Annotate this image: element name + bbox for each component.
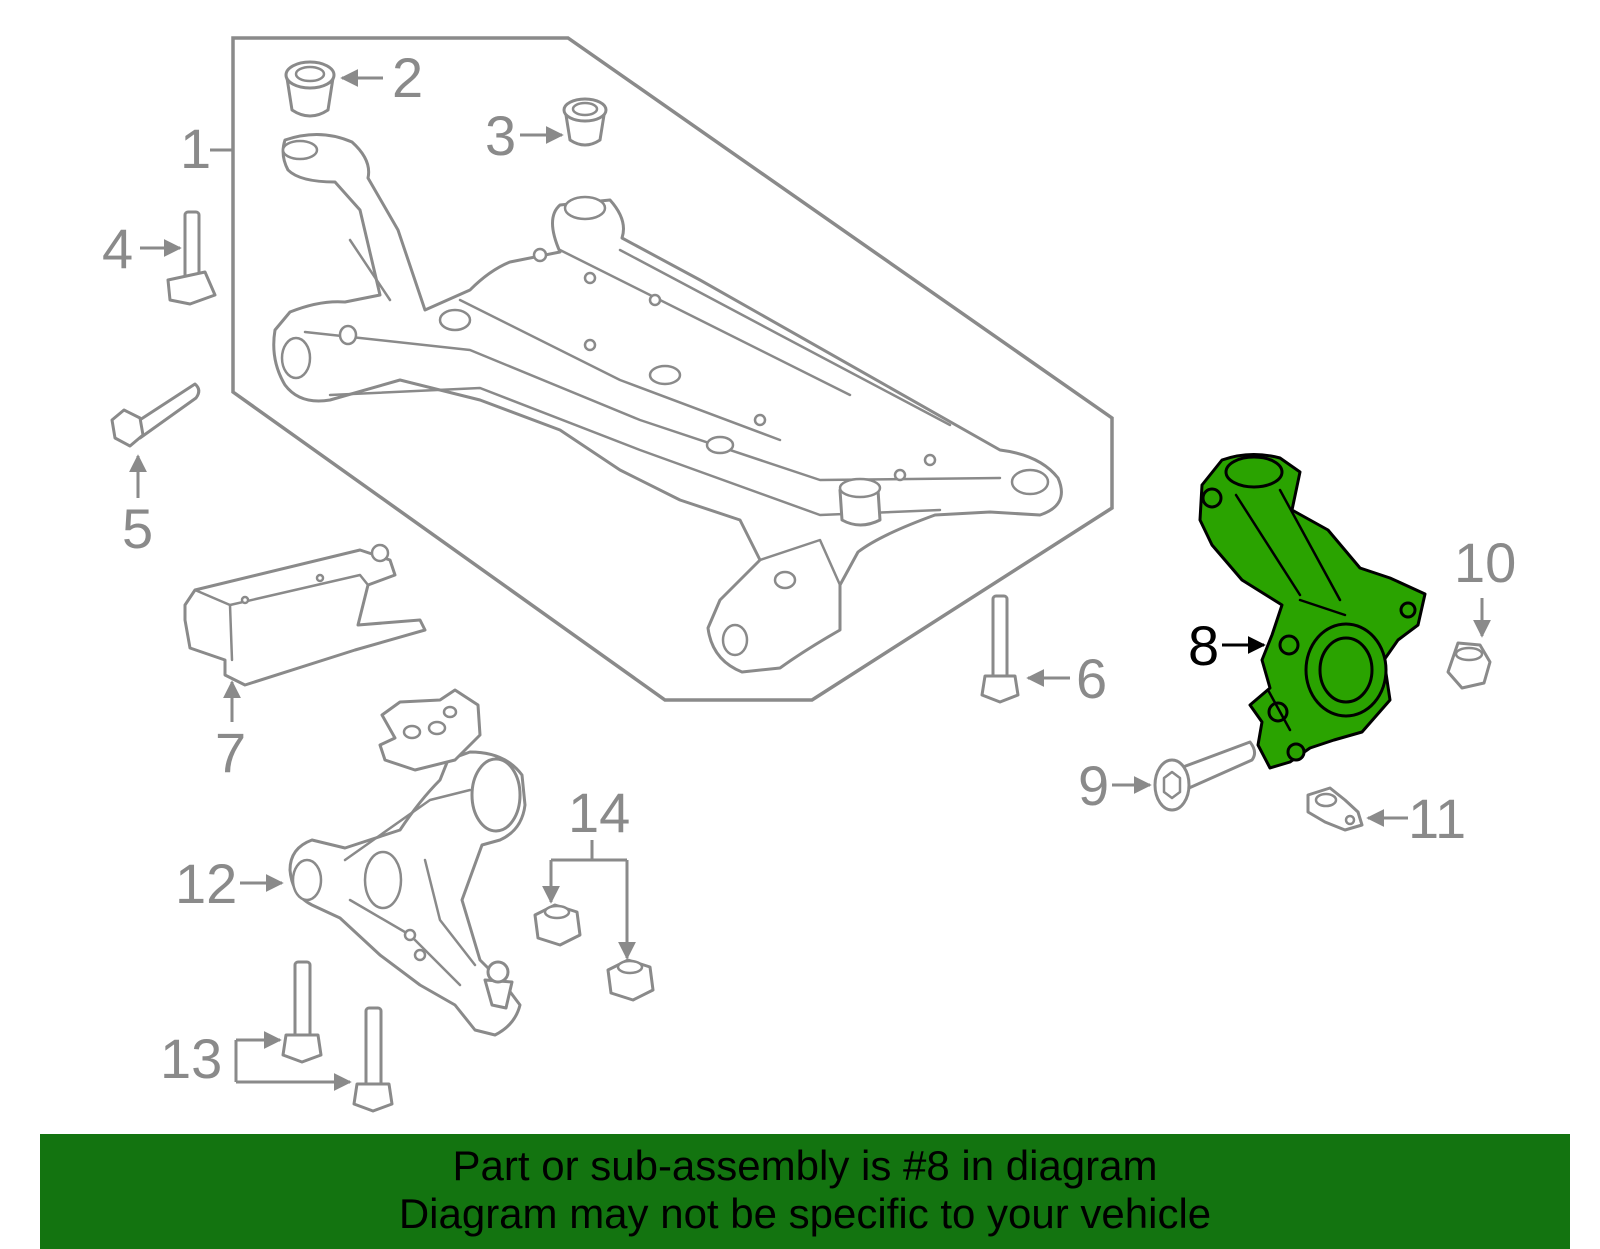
long-bolt: [980, 594, 1020, 704]
callout-14: 14: [568, 781, 630, 844]
callout-9: 9: [1078, 754, 1109, 817]
callout-7: 7: [215, 721, 246, 784]
callout-12: 12: [175, 852, 237, 915]
callout-2: 2: [392, 46, 423, 109]
flange-nut: [1446, 641, 1492, 690]
callout-1: 1: [180, 117, 211, 180]
subframe-bushing-upper: [284, 60, 336, 118]
callout-3: 3: [485, 104, 516, 167]
callout-10: 10: [1454, 531, 1516, 594]
callout-6: 6: [1076, 647, 1107, 710]
control-arm-bolts: [281, 960, 394, 1113]
tab-nut: [1306, 786, 1364, 832]
banner-line-part: Part or sub-assembly is #8 in diagram: [452, 1142, 1158, 1189]
callout-5: 5: [122, 497, 153, 560]
subframe-bushing-rear: [562, 97, 608, 147]
callout-4: 4: [102, 217, 133, 280]
lower-control-arm: [288, 688, 527, 1037]
flange-nuts: [533, 903, 655, 1002]
banner-line-disclaimer: Diagram may not be specific to your vehi…: [398, 1190, 1212, 1237]
info-banner: Part or sub-assembly is #8 in diagram Di…: [40, 1134, 1570, 1249]
subframe-bolt-with-plate: [166, 210, 217, 306]
flange-bolt: [110, 382, 201, 448]
steering-knuckle: [1198, 453, 1427, 770]
mounting-bracket: [183, 543, 427, 687]
callout-11: 11: [1408, 787, 1466, 850]
callout-8: 8: [1188, 614, 1219, 677]
callout-13: 13: [160, 1027, 222, 1090]
assembly-frame-outline: [231, 36, 1114, 702]
front-subframe: [272, 132, 1063, 674]
hex-socket-bolt: [1153, 740, 1257, 812]
